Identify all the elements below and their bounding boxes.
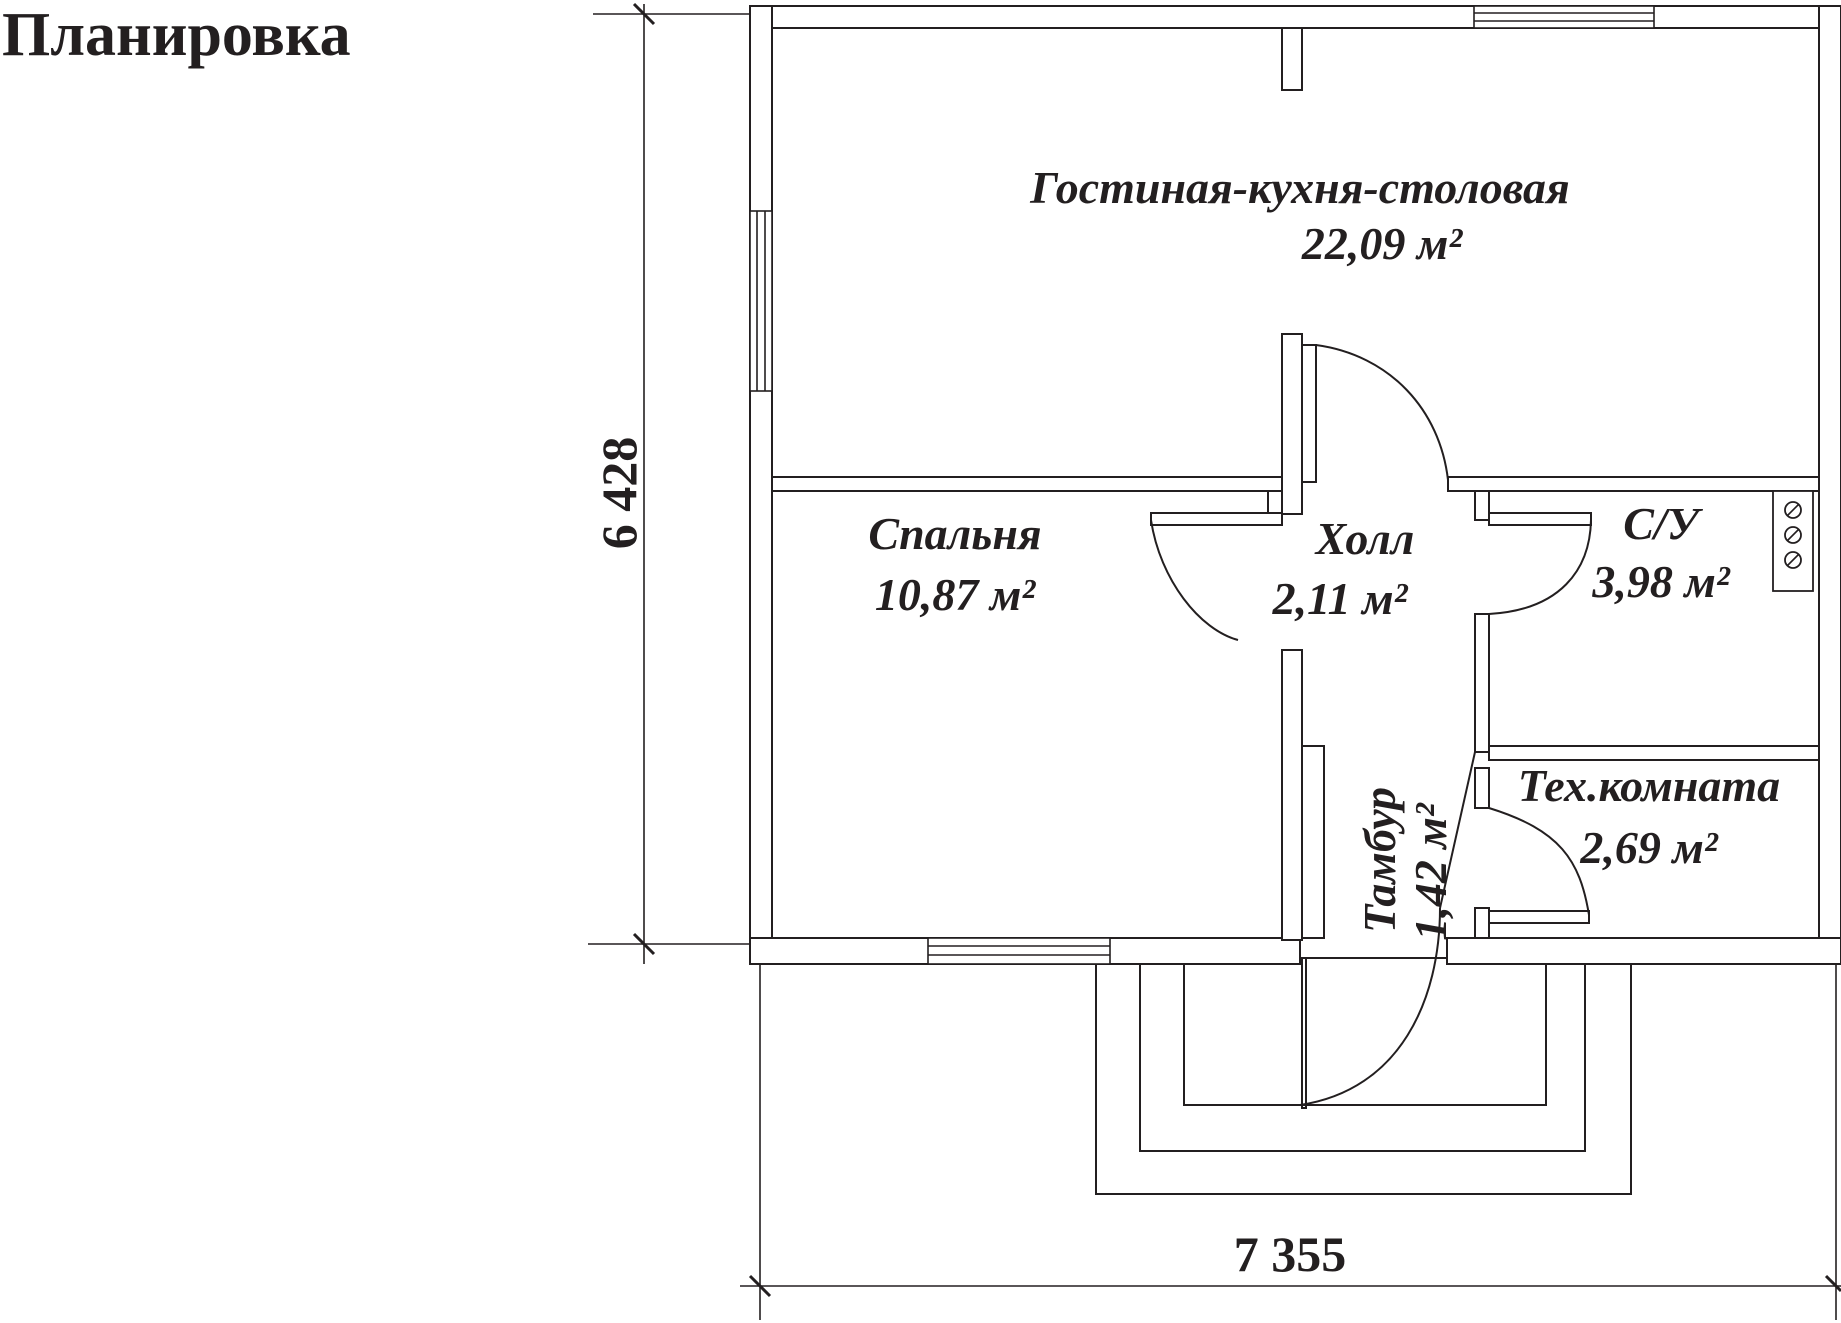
dimension-height [588,2,750,964]
room-area-living: 22,09 м² [1301,218,1464,269]
door-living [1301,344,1449,483]
room-name-vestibule: Тамбур [1354,787,1405,933]
door-bathroom [1488,512,1592,615]
bathroom-fixture-icon [1772,490,1814,592]
door-tech [1488,807,1590,924]
room-area-hall: 2,11 м² [1272,573,1409,624]
window-left [749,210,773,392]
dimension-width [740,958,1841,1320]
room-area-tech-room: 2,69 м² [1579,822,1719,873]
room-name-tech-room: Тех.комната [1518,760,1780,811]
room-area-vestibule: 1,42 м² [1405,802,1456,941]
room-name-bedroom: Спальня [868,508,1041,559]
dimension-width-label: 7 355 [1234,1226,1347,1282]
door-entrance [1299,751,1476,1106]
porch-steps [1095,957,1632,1195]
interior-walls [771,27,1820,1109]
window-top [1473,5,1655,29]
room-area-bathroom: 3,98 м² [1591,556,1731,607]
door-bedroom [1150,512,1283,641]
room-name-living: Гостиная-кухня-столовая [1029,162,1569,213]
dimension-height-label: 6 428 [591,437,647,550]
room-area-bedroom: 10,87 м² [875,569,1037,620]
window-bottom [927,937,1111,965]
room-name-hall: Холл [1314,513,1415,564]
room-name-bathroom: С/У [1623,498,1703,549]
page-title: Планировка [2,1,351,69]
